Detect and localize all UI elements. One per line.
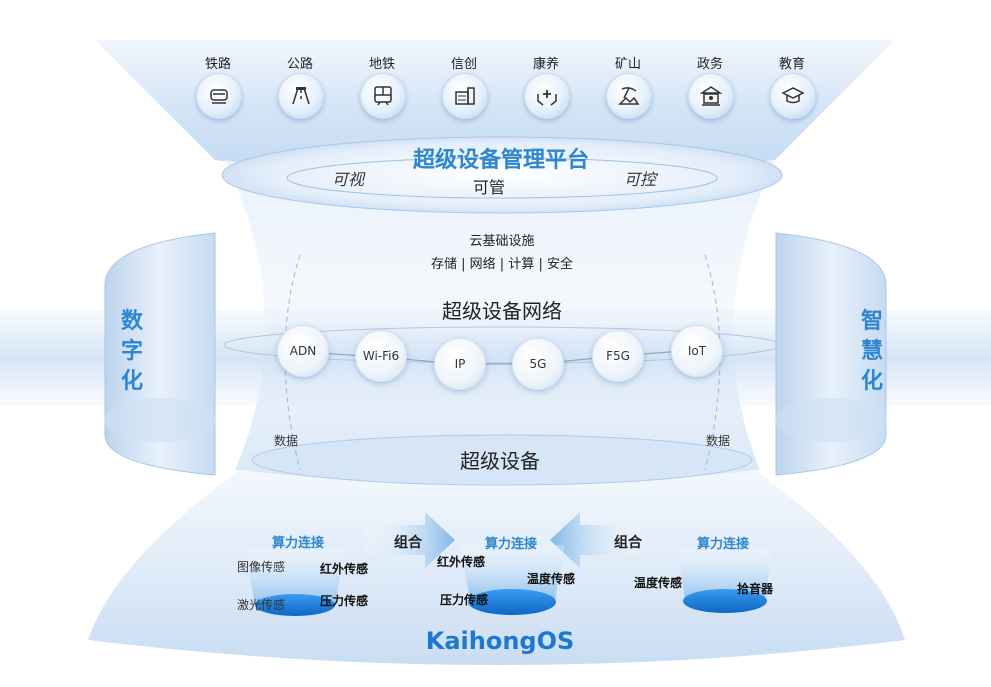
network-node-5g: 5G	[512, 338, 564, 390]
compute-center-title: 算力连接	[485, 537, 538, 552]
side-right-char-2: 慧	[860, 339, 883, 364]
care-hands-icon	[524, 73, 570, 119]
combine-right-label: 组合	[614, 535, 642, 551]
network-node-adn: ADN	[277, 325, 329, 377]
os-title: KaihongOS	[425, 627, 575, 655]
government-icon	[688, 73, 734, 119]
sensor-center-pressure: 压力传感	[440, 593, 489, 607]
sensor-center-temperature: 温度传感	[527, 572, 576, 586]
industry-label-highway: 公路	[286, 57, 313, 72]
industry-label-subway: 地铁	[368, 57, 395, 72]
cloud-title: 云基础设施	[469, 234, 535, 249]
side-left-char-1: 数	[120, 309, 143, 334]
device-title: 超级设备	[460, 449, 540, 473]
industry-label-education: 教育	[778, 57, 805, 72]
industry-label-railway: 铁路	[204, 57, 231, 72]
data-label-right: 数据	[706, 434, 731, 448]
industry-label-mining: 矿山	[614, 57, 641, 72]
sensor-right-temperature: 温度传感	[634, 576, 683, 590]
data-label-left: 数据	[274, 434, 299, 448]
sensor-left-infrared: 红外传感	[320, 562, 369, 576]
side-right-char-1: 智	[860, 309, 883, 334]
platform-manageable-label: 可管	[473, 178, 506, 197]
network-node-iot: IoT	[671, 325, 723, 377]
sensor-left-pressure: 压力传感	[320, 594, 369, 608]
compute-left-title: 算力连接	[272, 536, 325, 551]
network-title: 超级设备网络	[442, 299, 562, 323]
industry-label-elderly-care: 康养	[532, 57, 559, 72]
cloud-items: 存储 | 网络 | 计算 | 安全	[431, 257, 573, 272]
road-icon	[278, 73, 324, 119]
sensor-left-laser: 激光传感	[237, 598, 286, 612]
platform-visible-label: 可视	[332, 170, 365, 189]
network-node-ip: IP	[434, 338, 486, 390]
mining-icon	[606, 73, 652, 119]
subway-icon	[360, 73, 406, 119]
platform-title: 超级设备管理平台	[412, 148, 589, 173]
network-node-f5g: F5G	[592, 330, 644, 382]
combine-left-label: 组合	[394, 535, 422, 551]
side-right-char-3: 化	[860, 369, 883, 394]
graduation-cap-icon	[770, 73, 816, 119]
side-left-char-3: 化	[120, 369, 143, 394]
sensor-center-infrared: 红外传感	[437, 555, 486, 569]
industry-label-xinchuang: 信创	[450, 57, 477, 72]
compute-right-title: 算力连接	[697, 537, 750, 552]
industry-label-government: 政务	[696, 57, 723, 72]
train-icon	[196, 73, 242, 119]
side-left-char-2: 字	[120, 339, 143, 364]
platform-controllable-label: 可控	[624, 170, 657, 189]
network-node-wifi6: Wi-Fi6	[355, 330, 407, 382]
sensor-right-microphone: 拾音器	[737, 582, 774, 596]
server-icon	[442, 73, 488, 119]
sensor-left-image: 图像传感	[237, 560, 286, 574]
